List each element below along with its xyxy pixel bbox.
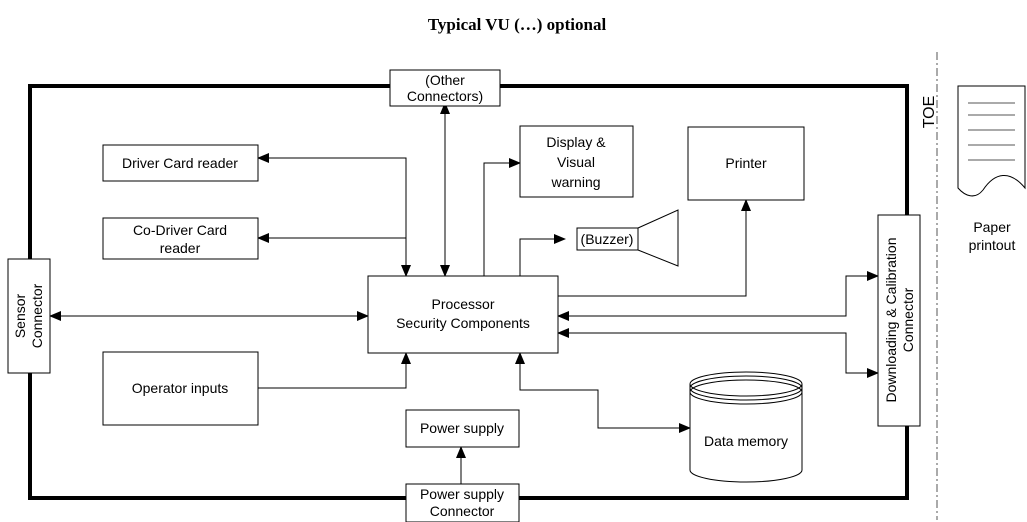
diagram-title: Typical VU (…) optional: [428, 15, 607, 34]
other-connectors-block: (Other Connectors): [389, 69, 501, 107]
sensor-connector-block: Sensor Connector: [7, 258, 51, 374]
sensor-connector-label-2: Connector: [29, 283, 45, 348]
paper-printout-label-2: printout: [969, 237, 1016, 253]
buzzer-block: (Buzzer): [576, 209, 679, 267]
data-memory-link: [515, 352, 691, 433]
paper-icon: [957, 85, 1026, 197]
operator-inputs-label: Operator inputs: [132, 380, 229, 396]
driver-card-reader-block: Driver Card reader: [102, 144, 259, 182]
display-visual-warning-block: Display & Visual warning: [519, 125, 634, 198]
buzzer-icon: [637, 209, 679, 267]
download-calibration-connector-block: Downloading & Calibration Connector: [877, 214, 921, 427]
driver-card-link: [257, 153, 411, 277]
display-label-3: warning: [550, 174, 600, 190]
connections: [49, 102, 879, 484]
buzzer-link: [519, 234, 566, 276]
power-supply-connector-label-2: Connector: [430, 503, 495, 519]
power-supply-block: Power supply: [405, 409, 520, 448]
other-connectors-label-2: Connectors): [407, 88, 483, 104]
download-connector-label-1: Downloading & Calibration: [883, 238, 899, 403]
co-driver-card-reader-label-1: Co-Driver Card: [133, 222, 227, 238]
driver-card-reader-label: Driver Card reader: [122, 155, 238, 171]
download-connector-label-2: Connector: [900, 287, 916, 352]
processor-label-2: Security Components: [396, 315, 530, 331]
co-driver-card-reader-block: Co-Driver Card reader: [102, 217, 259, 260]
buzzer-label: (Buzzer): [581, 231, 634, 247]
other-connectors-label-1: (Other: [425, 72, 465, 88]
sensor-connector-label-1: Sensor: [12, 293, 28, 338]
printer-block: Printer: [687, 126, 805, 201]
toe-label: TOE: [921, 96, 938, 129]
operator-link: [258, 352, 411, 389]
printer-label: Printer: [725, 155, 767, 171]
co-driver-card-reader-label-2: reader: [160, 240, 201, 256]
display-label-1: Display &: [546, 134, 606, 150]
processor-label-1: Processor: [431, 296, 494, 312]
paper-printout-label-1: Paper: [973, 219, 1011, 235]
operator-inputs-block: Operator inputs: [102, 351, 259, 426]
display-link: [483, 158, 521, 276]
paper-printout: Paper printout: [957, 85, 1026, 253]
data-memory-block: Data memory: [689, 371, 803, 483]
data-memory-label: Data memory: [704, 433, 788, 449]
download-link-lower: [557, 328, 879, 378]
download-link-upper: [557, 271, 879, 321]
power-supply-connector-label-1: Power supply: [420, 486, 504, 502]
processor-block: Processor Security Components: [367, 275, 559, 354]
power-supply-connector-block: Power supply Connector: [405, 483, 520, 522]
power-supply-label: Power supply: [420, 420, 504, 436]
display-label-2: Visual: [557, 154, 595, 170]
